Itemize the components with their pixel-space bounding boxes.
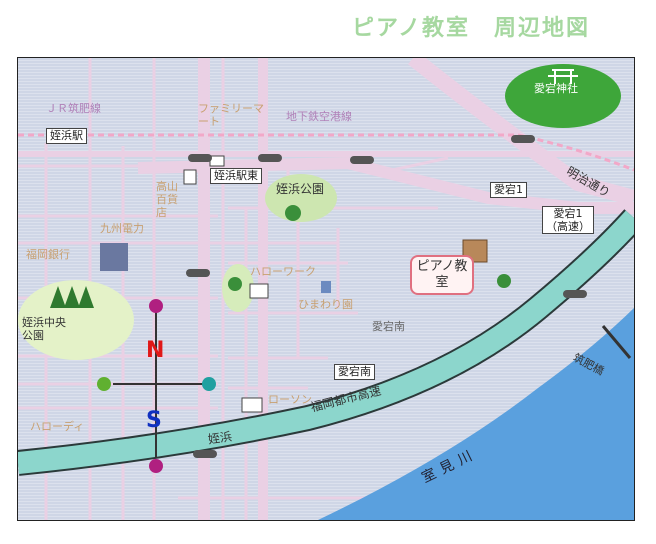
traffic-signals [186, 135, 587, 458]
map[interactable]: ＪＲ筑肥線 地下鉄空港線 姪浜駅 愛宕神社 ファミリーマート 姪浜駅東 姪浜公園… [17, 57, 635, 521]
map-graphics [18, 58, 634, 520]
bus-stop-atago-1-expressway[interactable]: 愛宕1（高速） [542, 206, 594, 234]
meinohama-park-label: 姪浜公園 [276, 182, 325, 196]
atago-shrine-label: 愛宕神社 [534, 82, 578, 95]
compass-north: N [146, 338, 165, 363]
harody-label: ハローディ [30, 420, 85, 433]
meinohama-chuo-park-label: 姪浜中央公園 [22, 316, 66, 342]
himawari-label: ひまわり園 [298, 298, 353, 311]
jr-line-label: ＪＲ筑肥線 [46, 102, 101, 115]
hello-work-label: ハローワーク [250, 265, 316, 278]
lawson-label: ローソン [268, 393, 312, 406]
atago-minami-area-label: 愛宕南 [372, 320, 405, 333]
compass-south: S [146, 408, 162, 433]
family-mart-label: ファミリーマート [198, 102, 264, 128]
page-title: ピアノ教室 周辺地図 [352, 16, 591, 41]
takayama-dept-label: 高山百貨店 [156, 180, 178, 219]
bus-stop-atago-1[interactable]: 愛宕1 [490, 182, 527, 198]
meinohama-station-label[interactable]: 姪浜駅 [46, 128, 87, 144]
kyushu-denryoku-label: 九州電力 [100, 222, 144, 235]
bus-stop-atago-south[interactable]: 愛宕南 [334, 364, 375, 380]
piano-school-marker[interactable]: ピアノ教室 [410, 255, 474, 295]
compass-graphic [97, 299, 216, 473]
fukuoka-bank-label: 福岡銀行 [26, 248, 70, 261]
bus-stop-meinohama-east[interactable]: 姪浜駅東 [210, 168, 262, 184]
subway-line-label: 地下鉄空港線 [286, 110, 352, 123]
